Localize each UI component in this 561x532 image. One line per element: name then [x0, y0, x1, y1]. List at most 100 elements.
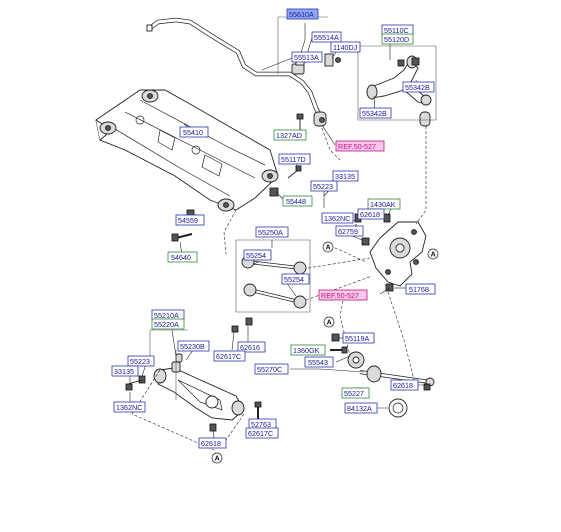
svg-text:55227: 55227 [344, 389, 364, 398]
label-55223-lower[interactable]: 55223 [127, 355, 155, 367]
stabilizer-bushing[interactable] [291, 59, 305, 75]
svg-text:55254: 55254 [246, 251, 266, 260]
label-52763[interactable]: 52763 [248, 418, 277, 430]
label-55119a[interactable]: 55119A [342, 332, 375, 344]
label-55220a[interactable]: 55220A [151, 318, 185, 330]
svg-text:62759: 62759 [338, 227, 358, 236]
label-ref-50-527-top[interactable]: REF.50-527 [335, 140, 385, 152]
svg-text:55270C: 55270C [257, 365, 282, 374]
label-55250a[interactable]: 55250A [255, 226, 289, 238]
svg-text:1360GK: 1360GK [293, 346, 320, 355]
svg-text:54640: 54640 [171, 253, 191, 262]
svg-text:55342B: 55342B [362, 109, 387, 118]
label-1140dj[interactable]: 1140DJ [330, 41, 361, 53]
svg-text:55250A: 55250A [258, 228, 283, 237]
label-55270c[interactable]: 55270C [254, 363, 289, 375]
label-62618-lower[interactable]: 62618 [198, 437, 227, 449]
label-55342b-right[interactable]: 55342B [402, 81, 435, 93]
washer-55448[interactable] [269, 187, 279, 197]
label-55227[interactable]: 55227 [341, 387, 370, 399]
rear-crossmember[interactable] [95, 89, 279, 212]
svg-text:1430AK: 1430AK [370, 200, 396, 209]
svg-text:REF.50-527: REF.50-527 [338, 142, 376, 151]
label-1430ak[interactable]: 1430AK [367, 198, 401, 210]
svg-text:62617C: 62617C [248, 429, 273, 438]
svg-text:1327AD: 1327AD [276, 131, 302, 140]
label-55210a[interactable]: 55210A [151, 309, 185, 321]
label-1362nc-lower[interactable]: 1362NC [113, 401, 146, 413]
label-55254-bottom[interactable]: 55254 [281, 273, 310, 285]
label-62618-top[interactable]: 62618 [357, 208, 385, 220]
label-33135[interactable]: 33135 [332, 170, 359, 182]
label-55110c[interactable]: 55110C [381, 24, 414, 36]
rear-knuckle[interactable] [369, 221, 427, 287]
svg-text:62618: 62618 [201, 439, 221, 448]
bolt-62618-lower[interactable] [209, 423, 217, 432]
label-55230b[interactable]: 55230B [177, 340, 210, 352]
svg-text:1362NC: 1362NC [116, 403, 142, 412]
washer-51768[interactable] [385, 283, 394, 292]
label-54559[interactable]: 54559 [175, 214, 205, 226]
lateral-arm-2[interactable] [243, 283, 307, 309]
label-33135-lower[interactable]: 33135 [111, 365, 139, 377]
label-55610a[interactable]: 55610A [286, 8, 319, 20]
label-62616[interactable]: 62616 [237, 341, 266, 353]
svg-text:84132A: 84132A [347, 404, 372, 413]
label-1362nc-top[interactable]: 1362NC [321, 212, 354, 224]
label-55117d[interactable]: 55117D [278, 153, 311, 165]
svg-text:62618: 62618 [360, 210, 380, 219]
lower-arm-bushing[interactable] [171, 353, 183, 373]
svg-text:33135: 33135 [335, 172, 355, 181]
lower-arm-bolts[interactable] [125, 375, 146, 391]
label-62618-right[interactable]: 62618 [390, 379, 419, 391]
label-84132a[interactable]: 84132A [344, 402, 378, 414]
label-55448[interactable]: 55448 [282, 195, 313, 207]
marker-a-2: A [427, 248, 439, 260]
svg-text:33135: 33135 [114, 367, 134, 376]
label-55410[interactable]: 55410 [179, 126, 209, 138]
label-55513a[interactable]: 55513A [291, 51, 323, 63]
svg-text:55448: 55448 [286, 197, 306, 206]
svg-text:1362NC: 1362NC [324, 214, 350, 223]
label-55223[interactable]: 55223 [310, 180, 338, 192]
svg-text:52763: 52763 [251, 420, 271, 429]
svg-text:51768: 51768 [409, 285, 429, 294]
svg-text:55223: 55223 [130, 357, 150, 366]
label-55514a[interactable]: 55514A [311, 31, 342, 43]
svg-text:A: A [327, 320, 332, 327]
cap-84132a[interactable] [388, 398, 408, 418]
label-62617c-lower[interactable]: 62617C [245, 427, 279, 439]
bolt-54640[interactable] [171, 233, 193, 242]
svg-text:55342B: 55342B [405, 83, 430, 92]
stabilizer-bar[interactable] [146, 17, 323, 118]
svg-text:55223: 55223 [313, 182, 333, 191]
label-1327ad[interactable]: 1327AD [273, 129, 307, 141]
label-ref-50-527-bottom[interactable]: REF.50-527 [318, 289, 368, 301]
svg-text:55514A: 55514A [314, 33, 339, 42]
label-55120d[interactable]: 55120D [381, 33, 414, 45]
upper-arm-bushing[interactable] [419, 111, 431, 127]
label-55543[interactable]: 55543 [304, 356, 334, 368]
label-62617c-top[interactable]: 62617C [213, 350, 246, 362]
svg-text:55110C: 55110C [384, 26, 409, 35]
clamp-bolt[interactable] [324, 53, 341, 67]
upper-arm-nut[interactable] [397, 57, 420, 67]
stabilizer-link[interactable] [313, 111, 327, 127]
label-62759[interactable]: 62759 [335, 225, 364, 237]
svg-text:1140DJ: 1140DJ [333, 43, 358, 52]
group-bracket-55250a [235, 239, 311, 313]
bolt-55117d[interactable] [287, 165, 302, 179]
label-55342b-left[interactable]: 55342B [359, 107, 392, 119]
dashed-connectors [131, 126, 427, 451]
label-1360gk[interactable]: 1360GK [290, 344, 326, 356]
svg-text:62618: 62618 [393, 381, 413, 390]
svg-text:55210A: 55210A [154, 311, 179, 320]
label-54640[interactable]: 54640 [167, 251, 198, 263]
nut-55119a[interactable] [331, 333, 340, 342]
lower-arm[interactable] [153, 367, 245, 421]
label-55254-top[interactable]: 55254 [243, 249, 272, 261]
nut-62618[interactable] [423, 383, 431, 391]
label-51768[interactable]: 51768 [405, 283, 436, 295]
bolt-62616[interactable] [231, 317, 253, 333]
